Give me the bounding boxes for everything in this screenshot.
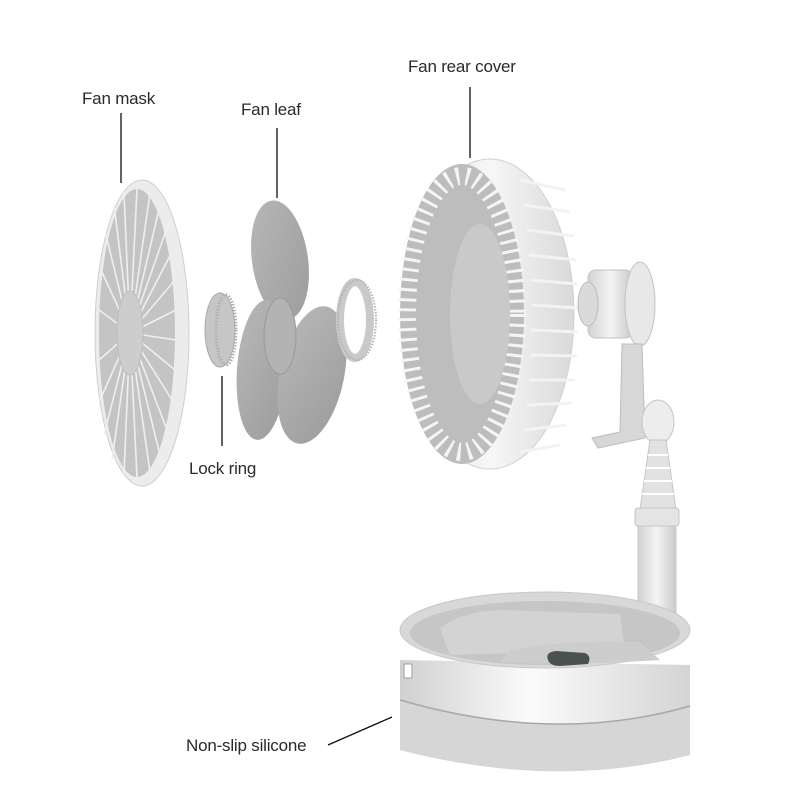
label-fan-rear-cover: Fan rear cover [408, 57, 516, 76]
label-fan-mask: Fan mask [82, 89, 156, 108]
fan-rear-cover-part [398, 158, 579, 470]
label-fan-leaf: Fan leaf [241, 100, 301, 119]
motor-housing-part [577, 261, 656, 449]
spinner-ring-part [336, 278, 377, 362]
base-part [399, 591, 691, 772]
display-panel [547, 651, 590, 666]
leader-lines [120, 87, 471, 746]
label-lock-ring: Lock ring [189, 459, 257, 478]
leader-line-non-slip-silicone [327, 716, 393, 746]
lock-ring-part [204, 292, 238, 368]
fan-leaf-part [236, 200, 347, 444]
fan-mask-part [94, 179, 190, 487]
label-non-slip-silicone: Non-slip silicone [186, 736, 307, 755]
